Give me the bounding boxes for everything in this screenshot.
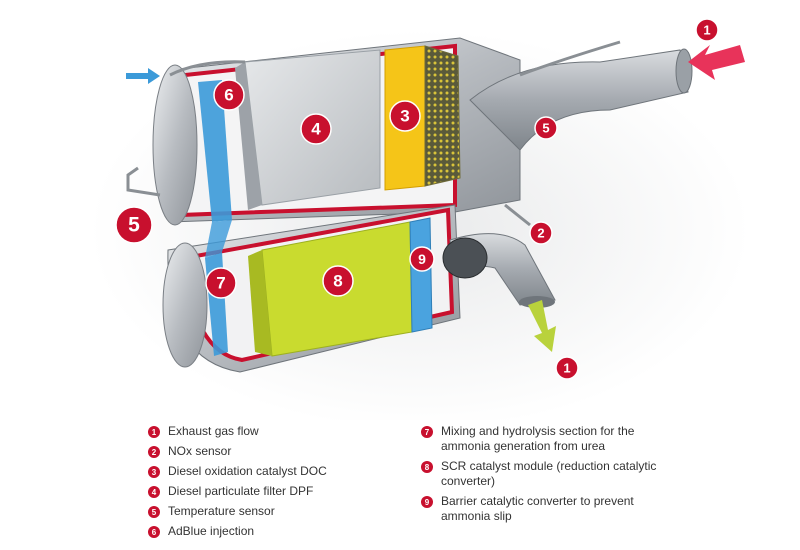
- flow-arrows: [126, 45, 745, 352]
- callout-circle: [213, 79, 245, 111]
- callout-number: 8: [333, 272, 342, 291]
- callout-circle: [555, 356, 579, 380]
- callout-circle: [529, 221, 553, 245]
- aftertreatment-diagram: 1 6 4 3 5 5 2 9 7 8 1: [90, 18, 750, 420]
- legend-label: Exhaust gas flow: [168, 424, 259, 438]
- sensor-lines: [126, 40, 621, 227]
- legend-right-column: 7 Mixing and hydrolysis section for the a…: [421, 424, 671, 529]
- callout-8: 8: [322, 265, 354, 297]
- callout-2: 2: [529, 221, 553, 245]
- legend-label: Barrier catalytic converter to prevent a…: [441, 494, 634, 523]
- barrier-catalyst: [409, 217, 433, 333]
- legend-item-1: 1 Exhaust gas flow: [148, 424, 398, 439]
- callout-circle: [300, 113, 332, 145]
- callout-1: 1: [555, 356, 579, 380]
- legend-badge: 6: [148, 526, 160, 538]
- outlet-flow-arrow: [528, 300, 556, 352]
- callout-9: 9: [409, 246, 435, 272]
- callout-number: 5: [542, 121, 549, 136]
- legend-item-3: 3 Diesel oxidation catalyst DOC: [148, 464, 398, 479]
- callout-layer: 1 6 4 3 5 5 2 9 7 8 1: [115, 18, 719, 380]
- callout-5: 5: [115, 206, 153, 244]
- callout-circle: [534, 116, 558, 140]
- legend-badge: 7: [421, 426, 433, 438]
- callout-number: 1: [563, 361, 570, 376]
- legend-label: SCR catalyst module (reduction catalytic…: [441, 459, 657, 488]
- callout-4: 4: [300, 113, 332, 145]
- callout-circle: [695, 18, 719, 42]
- legend-badge: 4: [148, 486, 160, 498]
- legend-badge: 2: [148, 446, 160, 458]
- legend-item-4: 4 Diesel particulate filter DPF: [148, 484, 398, 499]
- end-caps: [152, 64, 208, 368]
- legend-label: Diesel particulate filter DPF: [168, 484, 314, 498]
- adblue-inlet-arrow: [126, 68, 160, 84]
- legend-item-6: 6 AdBlue injection: [148, 524, 398, 539]
- callout-number: 7: [216, 274, 225, 293]
- legend-label: Temperature sensor: [168, 504, 275, 518]
- legend-label: Mixing and hydrolysis section for the am…: [441, 424, 635, 453]
- callout-number: 5: [128, 214, 140, 237]
- callout-number: 3: [400, 107, 409, 126]
- legend-badge: 1: [148, 426, 160, 438]
- legend-item-7: 7 Mixing and hydrolysis section for the a…: [421, 424, 671, 454]
- legend-label: AdBlue injection: [168, 524, 255, 538]
- legend-badge: 9: [421, 496, 433, 508]
- callout-circle: [409, 246, 435, 272]
- callout-number: 2: [537, 226, 544, 241]
- inlet-flow-arrow: [688, 45, 745, 80]
- callout-6: 6: [213, 79, 245, 111]
- callout-circle: [205, 267, 237, 299]
- legend-label: NOx sensor: [168, 444, 232, 458]
- callout-number: 9: [418, 251, 426, 267]
- legend-badge: 3: [148, 466, 160, 478]
- legend-item-9: 9 Barrier catalytic converter to prevent …: [421, 494, 671, 524]
- callout-7: 7: [205, 267, 237, 299]
- legend-label: Diesel oxidation catalyst DOC: [168, 464, 327, 478]
- callout-5: 5: [534, 116, 558, 140]
- callout-number: 6: [224, 86, 233, 105]
- legend-item-2: 2 NOx sensor: [148, 444, 398, 459]
- legend-left-column: 1 Exhaust gas flow 2 NOx sensor 3 Diesel oxid…: [148, 424, 398, 544]
- legend-item-5: 5 Temperature sensor: [148, 504, 398, 519]
- callout-circle: [115, 206, 153, 244]
- callout-number: 1: [703, 23, 710, 38]
- callout-circle: [322, 265, 354, 297]
- legend-badge: 5: [148, 506, 160, 518]
- legend-item-8: 8 SCR catalyst module (reduction catalyti…: [421, 459, 671, 489]
- callout-1: 1: [695, 18, 719, 42]
- callout-circle: [389, 100, 421, 132]
- callout-3: 3: [389, 100, 421, 132]
- legend-badge: 8: [421, 461, 433, 473]
- callout-number: 4: [311, 120, 321, 139]
